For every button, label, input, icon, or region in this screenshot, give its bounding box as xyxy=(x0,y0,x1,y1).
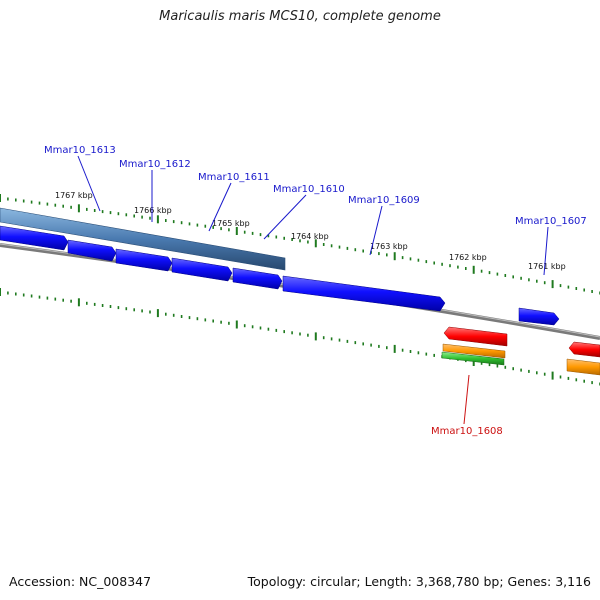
kbp-scale-labels: 1767 kbp 1766 kbp 1765 kbp 1764 kbp 1763… xyxy=(55,191,566,271)
gene-label-Mmar10_1607[interactable]: Mmar10_1607 xyxy=(515,216,587,227)
reverse-feature-green[interactable] xyxy=(441,351,505,366)
reverse-cds-red[interactable] xyxy=(443,326,508,347)
inner-scale-ticks xyxy=(0,288,600,386)
gene-label-Mmar10_1609[interactable]: Mmar10_1609 xyxy=(348,195,420,206)
leader-Mmar10_1610 xyxy=(263,194,307,240)
cds-arrow-6[interactable] xyxy=(282,275,446,312)
cds-arrow-4[interactable] xyxy=(171,257,233,282)
map-title: Maricaulis maris MCS10, complete genome xyxy=(159,9,441,24)
reverse-feature-track xyxy=(441,326,600,376)
cds-arrow-3[interactable] xyxy=(115,248,173,272)
cds-arrow-1[interactable] xyxy=(0,225,69,251)
gene-label-Mmar10_1610[interactable]: Mmar10_1610 xyxy=(273,184,345,195)
gene-label-leaders xyxy=(77,155,549,425)
leader-Mmar10_1609 xyxy=(369,205,383,256)
gene-label-Mmar10_1613[interactable]: Mmar10_1613 xyxy=(44,145,116,156)
reverse-cds-red-edge[interactable] xyxy=(568,341,600,358)
reverse-feature-orange-edge[interactable] xyxy=(566,358,600,376)
gene-labels: Mmar10_1613 Mmar10_1612 Mmar10_1611 Mmar… xyxy=(44,145,587,437)
kbp-label-1763: 1763 kbp xyxy=(370,242,408,251)
kbp-label-1765: 1765 kbp xyxy=(212,219,250,228)
topology-text: Topology: circular; Length: 3,368,780 bp… xyxy=(247,574,591,589)
gene-label-Mmar10_1612[interactable]: Mmar10_1612 xyxy=(119,159,191,170)
kbp-label-1764: 1764 kbp xyxy=(291,232,329,241)
kbp-label-1762: 1762 kbp xyxy=(449,253,487,262)
forward-cds-track xyxy=(0,225,560,326)
cds-arrow-2[interactable] xyxy=(67,239,117,262)
leader-Mmar10_1611 xyxy=(208,182,232,232)
kbp-label-1761: 1761 kbp xyxy=(528,262,566,271)
leader-Mmar10_1613 xyxy=(77,155,101,212)
leader-Mmar10_1608 xyxy=(463,374,470,425)
cds-arrow-7[interactable] xyxy=(518,307,560,326)
reverse-feature-orange[interactable] xyxy=(442,343,506,359)
feature-forward-steel[interactable] xyxy=(0,207,286,271)
leader-Mmar10_1607 xyxy=(543,226,549,276)
cds-arrow-5[interactable] xyxy=(232,267,283,290)
kbp-label-1766: 1766 kbp xyxy=(134,206,172,215)
accession-text: Accession: NC_008347 xyxy=(9,574,152,589)
outer-scale-ticks xyxy=(0,194,600,295)
gene-label-Mmar10_1608[interactable]: Mmar10_1608 xyxy=(431,426,503,437)
kbp-label-1767: 1767 kbp xyxy=(55,191,93,200)
gene-label-Mmar10_1611[interactable]: Mmar10_1611 xyxy=(198,172,270,183)
